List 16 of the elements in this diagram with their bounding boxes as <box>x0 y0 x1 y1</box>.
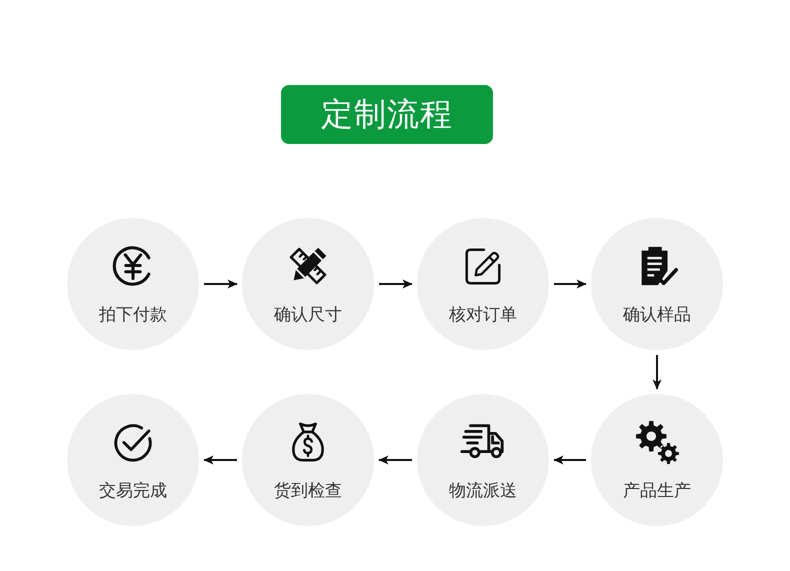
title-banner: 定制流程 <box>281 85 493 144</box>
step-label: 物流派送 <box>449 480 517 502</box>
arrow <box>554 280 586 288</box>
step-label: 核对订单 <box>449 304 517 326</box>
step-label: 拍下付款 <box>99 304 167 326</box>
arrow <box>204 456 237 464</box>
arrow <box>204 280 238 288</box>
arrow <box>379 280 412 288</box>
arrow <box>652 355 662 390</box>
step-label: 确认尺寸 <box>274 304 342 326</box>
step-label: 产品生产 <box>623 480 691 502</box>
arrow <box>378 456 412 464</box>
step-label: 确认样品 <box>623 304 691 326</box>
step-label: 货到检查 <box>274 480 342 502</box>
step-label: 交易完成 <box>99 480 167 502</box>
arrow <box>554 456 586 464</box>
